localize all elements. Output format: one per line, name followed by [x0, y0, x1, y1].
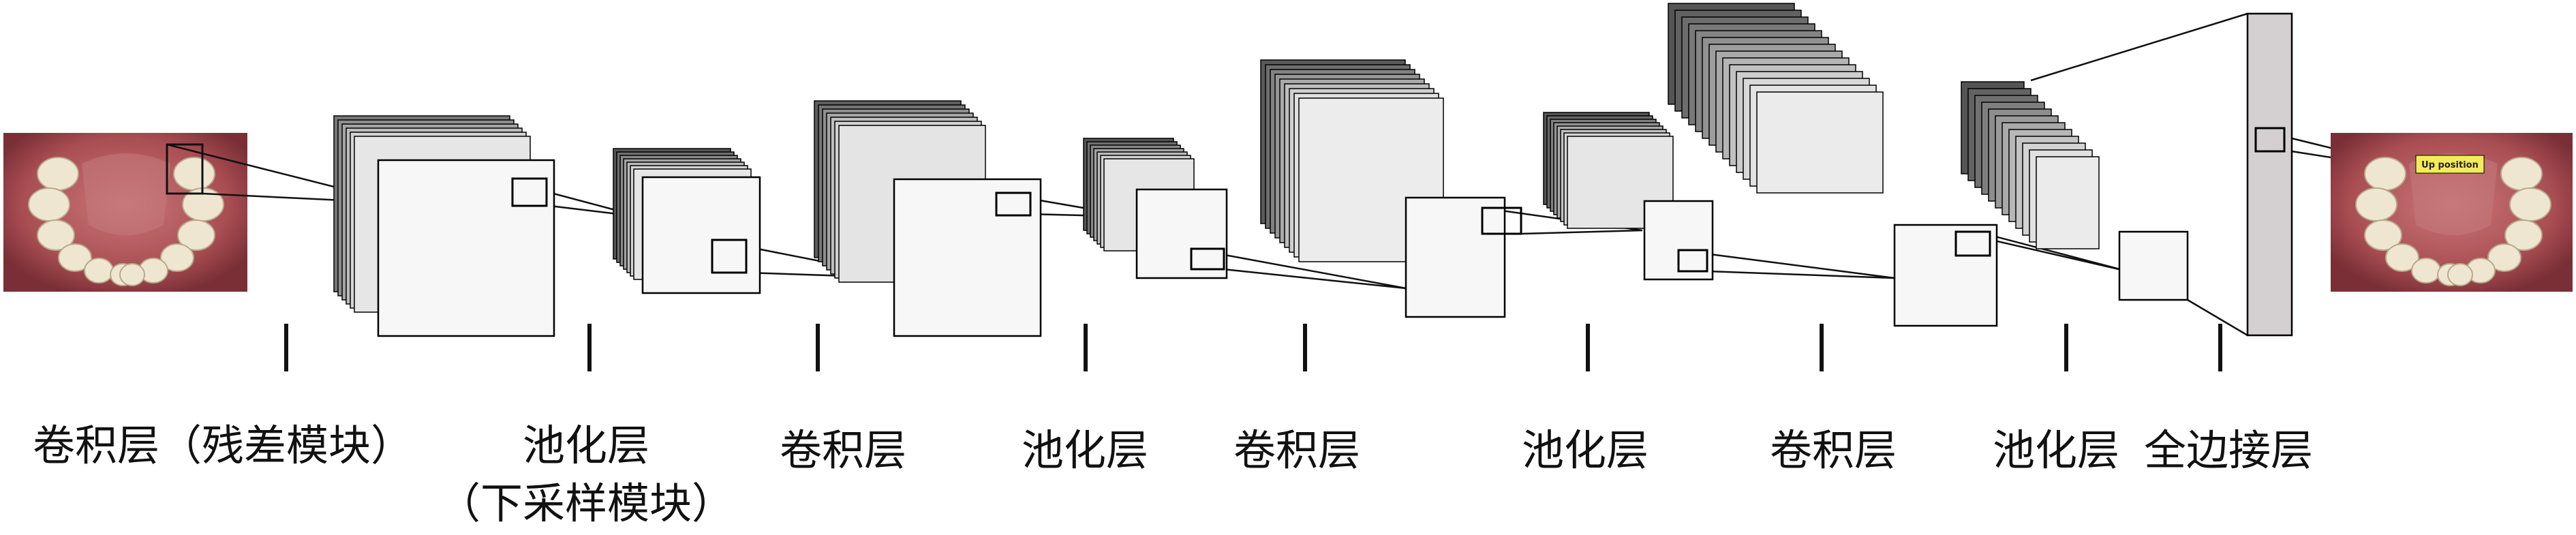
layer-sublabel: （下采样模块）	[438, 478, 734, 528]
connector-line	[1706, 270, 1895, 279]
pool-block-1	[613, 148, 761, 294]
teeth-arch-right	[119, 157, 224, 286]
layer-labels: 卷积层（残差模块） 池化层 （下采样模块） 卷积层 池化层 卷积层 池化层 卷积…	[33, 421, 2313, 528]
label-ticks	[284, 324, 2222, 371]
palate-highlight	[82, 153, 170, 235]
connector-line	[2030, 12, 2248, 82]
layer-label: 卷积层	[1233, 425, 1360, 475]
kernel-window	[2254, 127, 2286, 153]
output-dental-photo: Up position	[2331, 133, 2573, 292]
conv-block-2	[814, 100, 1042, 337]
layer-label: 全边接层	[2144, 425, 2313, 475]
teeth-arch-left	[28, 157, 136, 286]
connector-line	[2187, 299, 2248, 337]
feature-map-front	[1405, 196, 1506, 318]
kernel-window	[511, 177, 548, 207]
fc-layer	[2246, 12, 2293, 337]
feature-map-front	[377, 159, 555, 337]
layer-label: 池化层	[1993, 425, 2119, 475]
input-receptive-field	[166, 143, 204, 195]
kernel-window	[711, 239, 748, 274]
layer-label: 卷积层（残差模块）	[33, 421, 413, 470]
layer-label: 池化层	[523, 421, 649, 470]
output-tag	[2415, 155, 2485, 174]
feature-map-front	[1893, 224, 1998, 327]
connector-line	[1520, 229, 1643, 235]
pool-block-4	[1961, 81, 2189, 301]
pool-block-3	[1543, 112, 1714, 281]
connector-line	[1223, 268, 1407, 290]
feature-map-front	[893, 178, 1042, 337]
layer-label: 池化层	[1022, 425, 1148, 475]
conv-block-3	[1260, 59, 1522, 318]
kernel-window	[1677, 249, 1708, 273]
kernel-window	[995, 192, 1032, 217]
feature-map-front	[641, 176, 761, 294]
kernel-window	[1481, 207, 1522, 235]
conv-block-4	[1668, 3, 1998, 327]
layer-label: 池化层	[1522, 425, 1649, 475]
layer-label: 卷积层	[780, 425, 906, 475]
kernel-window	[1190, 247, 1225, 271]
layer-label: 卷积层	[1770, 425, 1897, 475]
kernel-window	[1954, 230, 1991, 257]
connector-line	[1989, 234, 2128, 273]
fc-face	[2246, 12, 2293, 337]
feature-map-front	[2118, 230, 2189, 301]
output-tag-text: Up position	[2421, 160, 2479, 170]
conv-block-1	[333, 115, 555, 337]
feature-map-front	[1135, 188, 1228, 279]
connector-line	[1678, 249, 1895, 279]
input-dental-photo	[3, 133, 247, 292]
pool-block-2	[1083, 138, 1228, 279]
